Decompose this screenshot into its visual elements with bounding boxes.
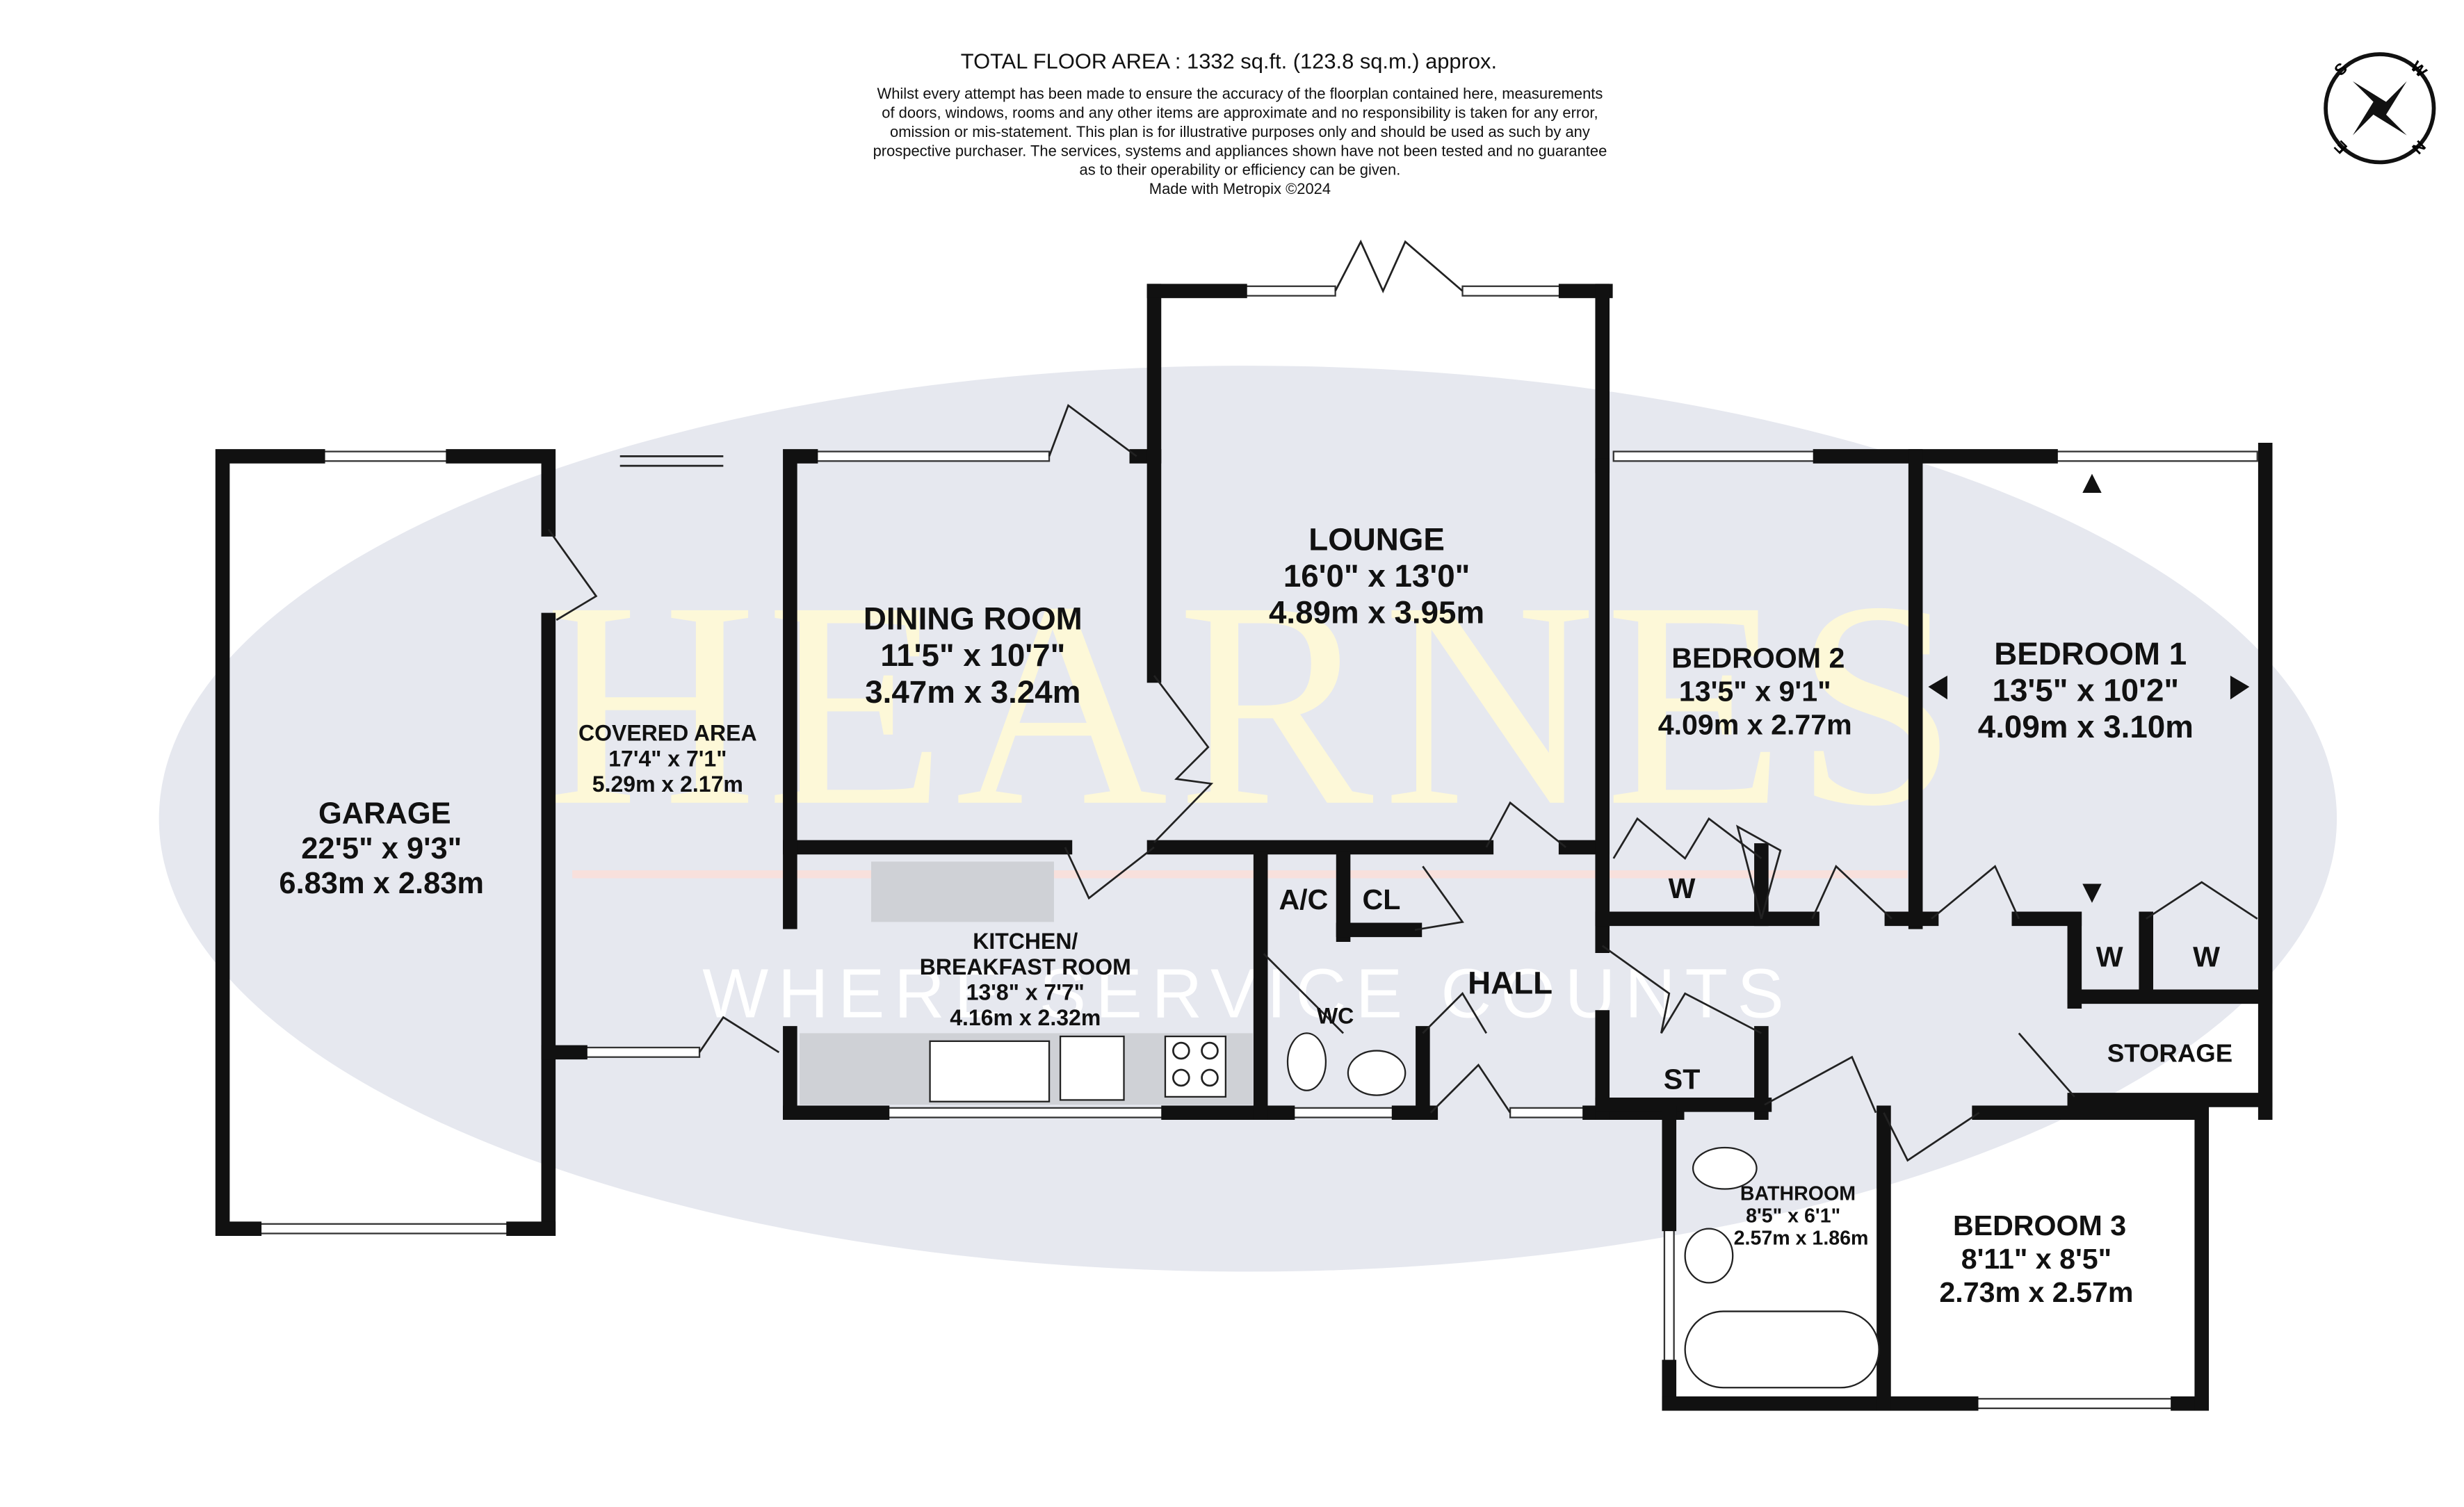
compass-n: N: [2408, 137, 2429, 158]
svg-text:COVERED AREA: COVERED AREA: [578, 721, 757, 746]
appliance-icon: [1059, 1035, 1125, 1101]
svg-text:BEDROOM 1: BEDROOM 1: [1994, 636, 2187, 671]
room-garage: GARAGE 22'5" x 9'3" 6.83m x 2.83m: [279, 797, 484, 901]
svg-text:8'5" x 6'1": 8'5" x 6'1": [1746, 1205, 1840, 1228]
svg-text:BEDROOM 3: BEDROOM 3: [1953, 1209, 2126, 1241]
disclaimer-line: omission or mis-statement. This plan is …: [890, 123, 1590, 140]
walls: [215, 284, 2273, 1411]
svg-text:16'0" x 13'0": 16'0" x 13'0": [1283, 558, 1470, 594]
svg-text:4.16m x 2.32m: 4.16m x 2.32m: [950, 1005, 1101, 1030]
wardrobe-bedroom-2: W: [1669, 872, 1696, 904]
svg-text:BATHROOM: BATHROOM: [1740, 1182, 1856, 1205]
svg-text:4.09m x 3.10m: 4.09m x 3.10m: [1978, 709, 2194, 744]
wardrobe-bedroom-1-b: W: [2193, 940, 2220, 972]
svg-text:22'5" x 9'3": 22'5" x 9'3": [301, 832, 462, 865]
credit: Made with Metropix ©2024: [1149, 180, 1331, 197]
room-bedroom-3: BEDROOM 3 8'11" x 8'5" 2.73m x 2.57m: [1939, 1209, 2133, 1308]
bathtub-icon: [1684, 1310, 1880, 1389]
svg-text:GARAGE: GARAGE: [318, 797, 451, 831]
arrow-left-icon: [1928, 675, 1947, 700]
bath-toilet-icon: [1692, 1146, 1758, 1190]
room-bedroom-2: BEDROOM 2 13'5" x 9'1" 4.09m x 2.77m: [1658, 642, 1852, 741]
svg-text:17'4" x 7'1": 17'4" x 7'1": [608, 746, 727, 771]
svg-text:LOUNGE: LOUNGE: [1308, 521, 1445, 557]
svg-text:KITCHEN/: KITCHEN/: [973, 929, 1078, 954]
svg-text:DINING ROOM: DINING ROOM: [864, 601, 1083, 637]
sink-icon: [929, 1040, 1051, 1102]
room-dining: DINING ROOM 11'5" x 10'7" 3.47m x 3.24m: [864, 601, 1083, 710]
room-bathroom: BATHROOM 8'5" x 6'1" 2.57m x 1.86m: [1734, 1182, 1869, 1249]
windows: [253, 285, 2258, 1410]
room-hall: HALL: [1468, 965, 1553, 1000]
svg-text:5.29m x 2.17m: 5.29m x 2.17m: [592, 772, 743, 797]
room-wc: WC: [1317, 1004, 1354, 1029]
room-ac: A/C: [1279, 883, 1328, 915]
disclaimer-line: as to their operability or efficiency ca…: [1080, 161, 1401, 179]
watermark-brand: HEARNES: [544, 541, 1968, 867]
compass-s: S: [2331, 59, 2351, 79]
arrow-down-icon: [2082, 883, 2102, 903]
svg-text:2.73m x 2.57m: 2.73m x 2.57m: [1939, 1276, 2133, 1308]
svg-text:13'5" x 10'2": 13'5" x 10'2": [1993, 673, 2180, 708]
svg-text:11'5" x 10'7": 11'5" x 10'7": [880, 637, 1065, 673]
room-covered-area: COVERED AREA 17'4" x 7'1" 5.29m x 2.17m: [578, 721, 757, 797]
svg-text:13'8" x 7'7": 13'8" x 7'7": [966, 979, 1085, 1004]
svg-text:4.09m x 2.77m: 4.09m x 2.77m: [1658, 709, 1852, 741]
disclaimer-line: Whilst every attempt has been made to en…: [877, 85, 1603, 102]
room-kitchen: KITCHEN/ BREAKFAST ROOM 13'8" x 7'7" 4.1…: [920, 929, 1131, 1030]
svg-text:4.89m x 3.95m: 4.89m x 3.95m: [1269, 595, 1484, 630]
kitchen-fixtures: [800, 861, 1880, 1389]
room-cl: CL: [1363, 883, 1401, 915]
disclaimer-line: prospective purchaser. The services, sys…: [873, 142, 1607, 159]
wardrobe-bedroom-1-a: W: [2096, 940, 2123, 972]
compass-e: E: [2331, 137, 2351, 157]
basin-icon: [1347, 1050, 1407, 1096]
svg-text:13'5" x 9'1": 13'5" x 9'1": [1679, 676, 1831, 708]
toilet-icon: [1286, 1032, 1327, 1091]
doors: [547, 239, 2258, 1162]
arrow-up-icon: [2082, 473, 2102, 494]
compass-w: W: [2407, 58, 2431, 81]
svg-text:6.83m x 2.83m: 6.83m x 2.83m: [279, 867, 484, 900]
svg-text:8'11" x 8'5": 8'11" x 8'5": [1961, 1243, 2112, 1275]
bath-basin-icon: [1684, 1228, 1734, 1284]
total-floor-area: TOTAL FLOOR AREA : 1332 sq.ft. (123.8 sq…: [961, 49, 1497, 74]
room-st: ST: [1664, 1063, 1701, 1095]
room-storage: STORAGE: [2107, 1039, 2232, 1068]
arrow-right-icon: [2230, 675, 2250, 700]
svg-text:3.47m x 3.24m: 3.47m x 3.24m: [865, 674, 1080, 710]
svg-text:BEDROOM 2: BEDROOM 2: [1671, 642, 1845, 674]
svg-text:BREAKFAST ROOM: BREAKFAST ROOM: [920, 954, 1131, 979]
room-lounge: LOUNGE 16'0" x 13'0" 4.89m x 3.95m: [1269, 521, 1484, 630]
disclaimer-line: of doors, windows, rooms and any other i…: [882, 104, 1598, 121]
compass-icon: S W E N: [2324, 52, 2436, 165]
room-bedroom-1: BEDROOM 1 13'5" x 10'2" 4.09m x 3.10m: [1978, 636, 2194, 744]
svg-text:2.57m x 1.86m: 2.57m x 1.86m: [1734, 1228, 1869, 1250]
